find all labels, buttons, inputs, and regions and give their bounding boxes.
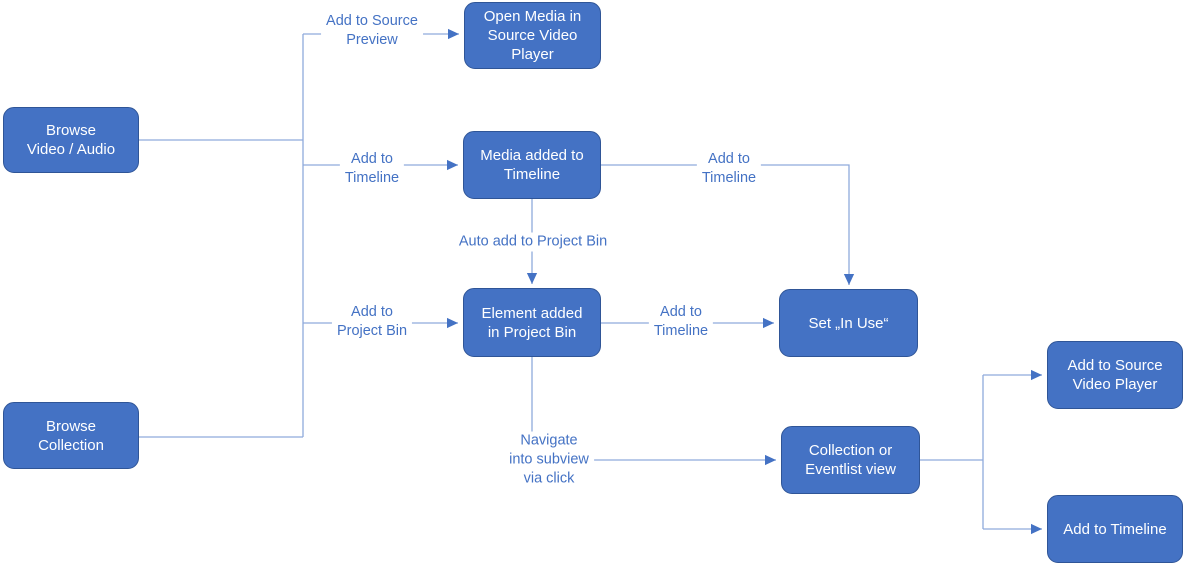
edge-label-auto-add-to-project-bin: Auto add to Project Bin (453, 232, 613, 252)
node-media-added-timeline: Media added to Timeline (463, 131, 601, 199)
edge-label-add-to-source-preview: Add to Source Preview (321, 12, 423, 50)
edge-label-navigate-into-subview: Navigate into subview via click (504, 431, 594, 489)
edge-label-add-to-timeline-from-media: Add to Timeline (696, 150, 762, 188)
node-browse-collection: Browse Collection (3, 402, 139, 469)
edge-label-add-to-timeline-from-element: Add to Timeline (648, 303, 714, 341)
node-collection-eventlist-view: Collection or Eventlist view (781, 426, 920, 494)
edge-label-add-to-project-bin: Add to Project Bin (331, 303, 413, 341)
node-open-media-source-player: Open Media in Source Video Player (464, 2, 601, 69)
node-set-in-use: Set „In Use“ (779, 289, 918, 357)
node-add-to-source-video-player: Add to Source Video Player (1047, 341, 1183, 409)
arrow-media-to-set-in-use (601, 164, 855, 285)
connector-browse-trunk (139, 34, 304, 438)
connector-collection-branch (920, 375, 984, 529)
node-browse-video-audio: Browse Video / Audio (3, 107, 139, 173)
node-add-to-timeline-result: Add to Timeline (1047, 495, 1183, 563)
node-element-added-project-bin: Element added in Project Bin (463, 288, 601, 357)
edge-label-add-to-timeline-browse: Add to Timeline (339, 150, 405, 188)
